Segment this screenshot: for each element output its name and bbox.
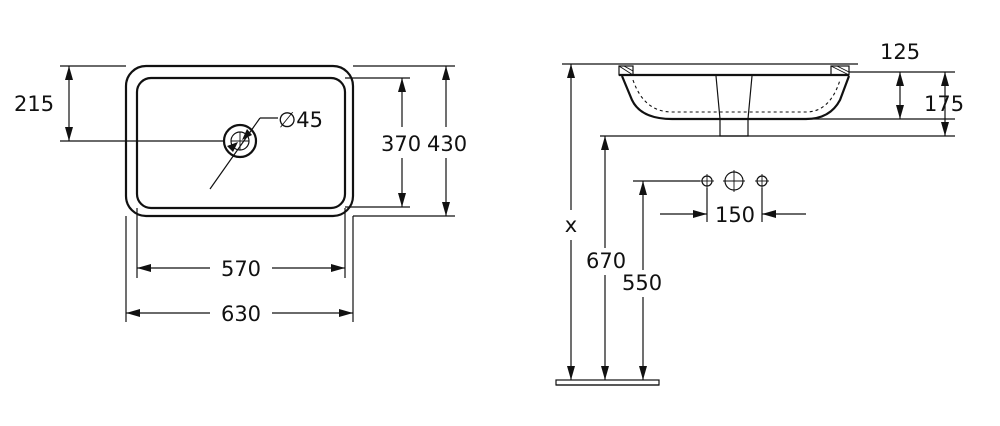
dim-outer-depth: 430 — [427, 132, 467, 156]
arrow-430-bottom — [442, 202, 450, 216]
top-view: ∅45 215 370 430 570 — [14, 64, 467, 326]
bowl-outer-profile — [620, 75, 851, 121]
rim-right-hatch-1 — [830, 65, 850, 76]
floor-line — [555, 379, 660, 386]
arrow-125-bottom — [896, 105, 904, 119]
dim-rim-to-floor: 670 — [586, 249, 626, 273]
arrow-150-right — [762, 210, 776, 218]
arrow-370-top — [398, 78, 406, 92]
dim-bowl-height: 175 — [924, 92, 964, 116]
arrow-670-top — [601, 136, 609, 150]
diameter-arrow-lower — [227, 142, 238, 152]
arrow-x-bottom — [567, 366, 575, 380]
basin-inner-outline — [135, 76, 347, 210]
side-view: 125 175 x 670 550 — [555, 40, 964, 386]
arrow-370-bottom — [398, 193, 406, 207]
arrow-630-left — [126, 309, 140, 317]
arrow-570-right — [331, 264, 345, 272]
arrow-125-top — [896, 72, 904, 86]
rim-right-hatch-2 — [836, 65, 850, 73]
arrow-430-top — [442, 66, 450, 80]
arrow-150-left — [693, 210, 707, 218]
arrow-670-bottom — [601, 366, 609, 380]
arrow-550-bottom — [639, 366, 647, 380]
arrow-550-top — [639, 181, 647, 195]
arrow-570-left — [137, 264, 151, 272]
arrow-x-top — [567, 64, 575, 78]
dim-rim-width: 125 — [880, 40, 920, 64]
diameter-leader-line — [209, 117, 261, 190]
dim-tap-spacing: 150 — [715, 203, 755, 227]
rim-left-hatch-2 — [623, 65, 634, 72]
arrow-175-top — [941, 72, 949, 86]
rim-left-hatch-1 — [618, 65, 634, 76]
arrow-175-bottom — [941, 122, 949, 136]
arrow-215-bottom — [65, 127, 73, 141]
dim-outer-width: 630 — [221, 302, 261, 326]
arrow-630-right — [339, 309, 353, 317]
dim-hole-diameter: ∅45 — [278, 108, 323, 132]
drain-tube — [715, 75, 753, 137]
dim-tap-height: 550 — [622, 271, 662, 295]
diameter-arrow-upper — [242, 129, 252, 140]
dim-height-x: x — [565, 213, 577, 237]
dim-inner-width: 570 — [221, 257, 261, 281]
dim-inner-depth: 370 — [381, 132, 421, 156]
arrow-215-top — [65, 66, 73, 80]
dim-hole-to-top: 215 — [14, 92, 54, 116]
bowl-inner-profile — [632, 79, 841, 113]
